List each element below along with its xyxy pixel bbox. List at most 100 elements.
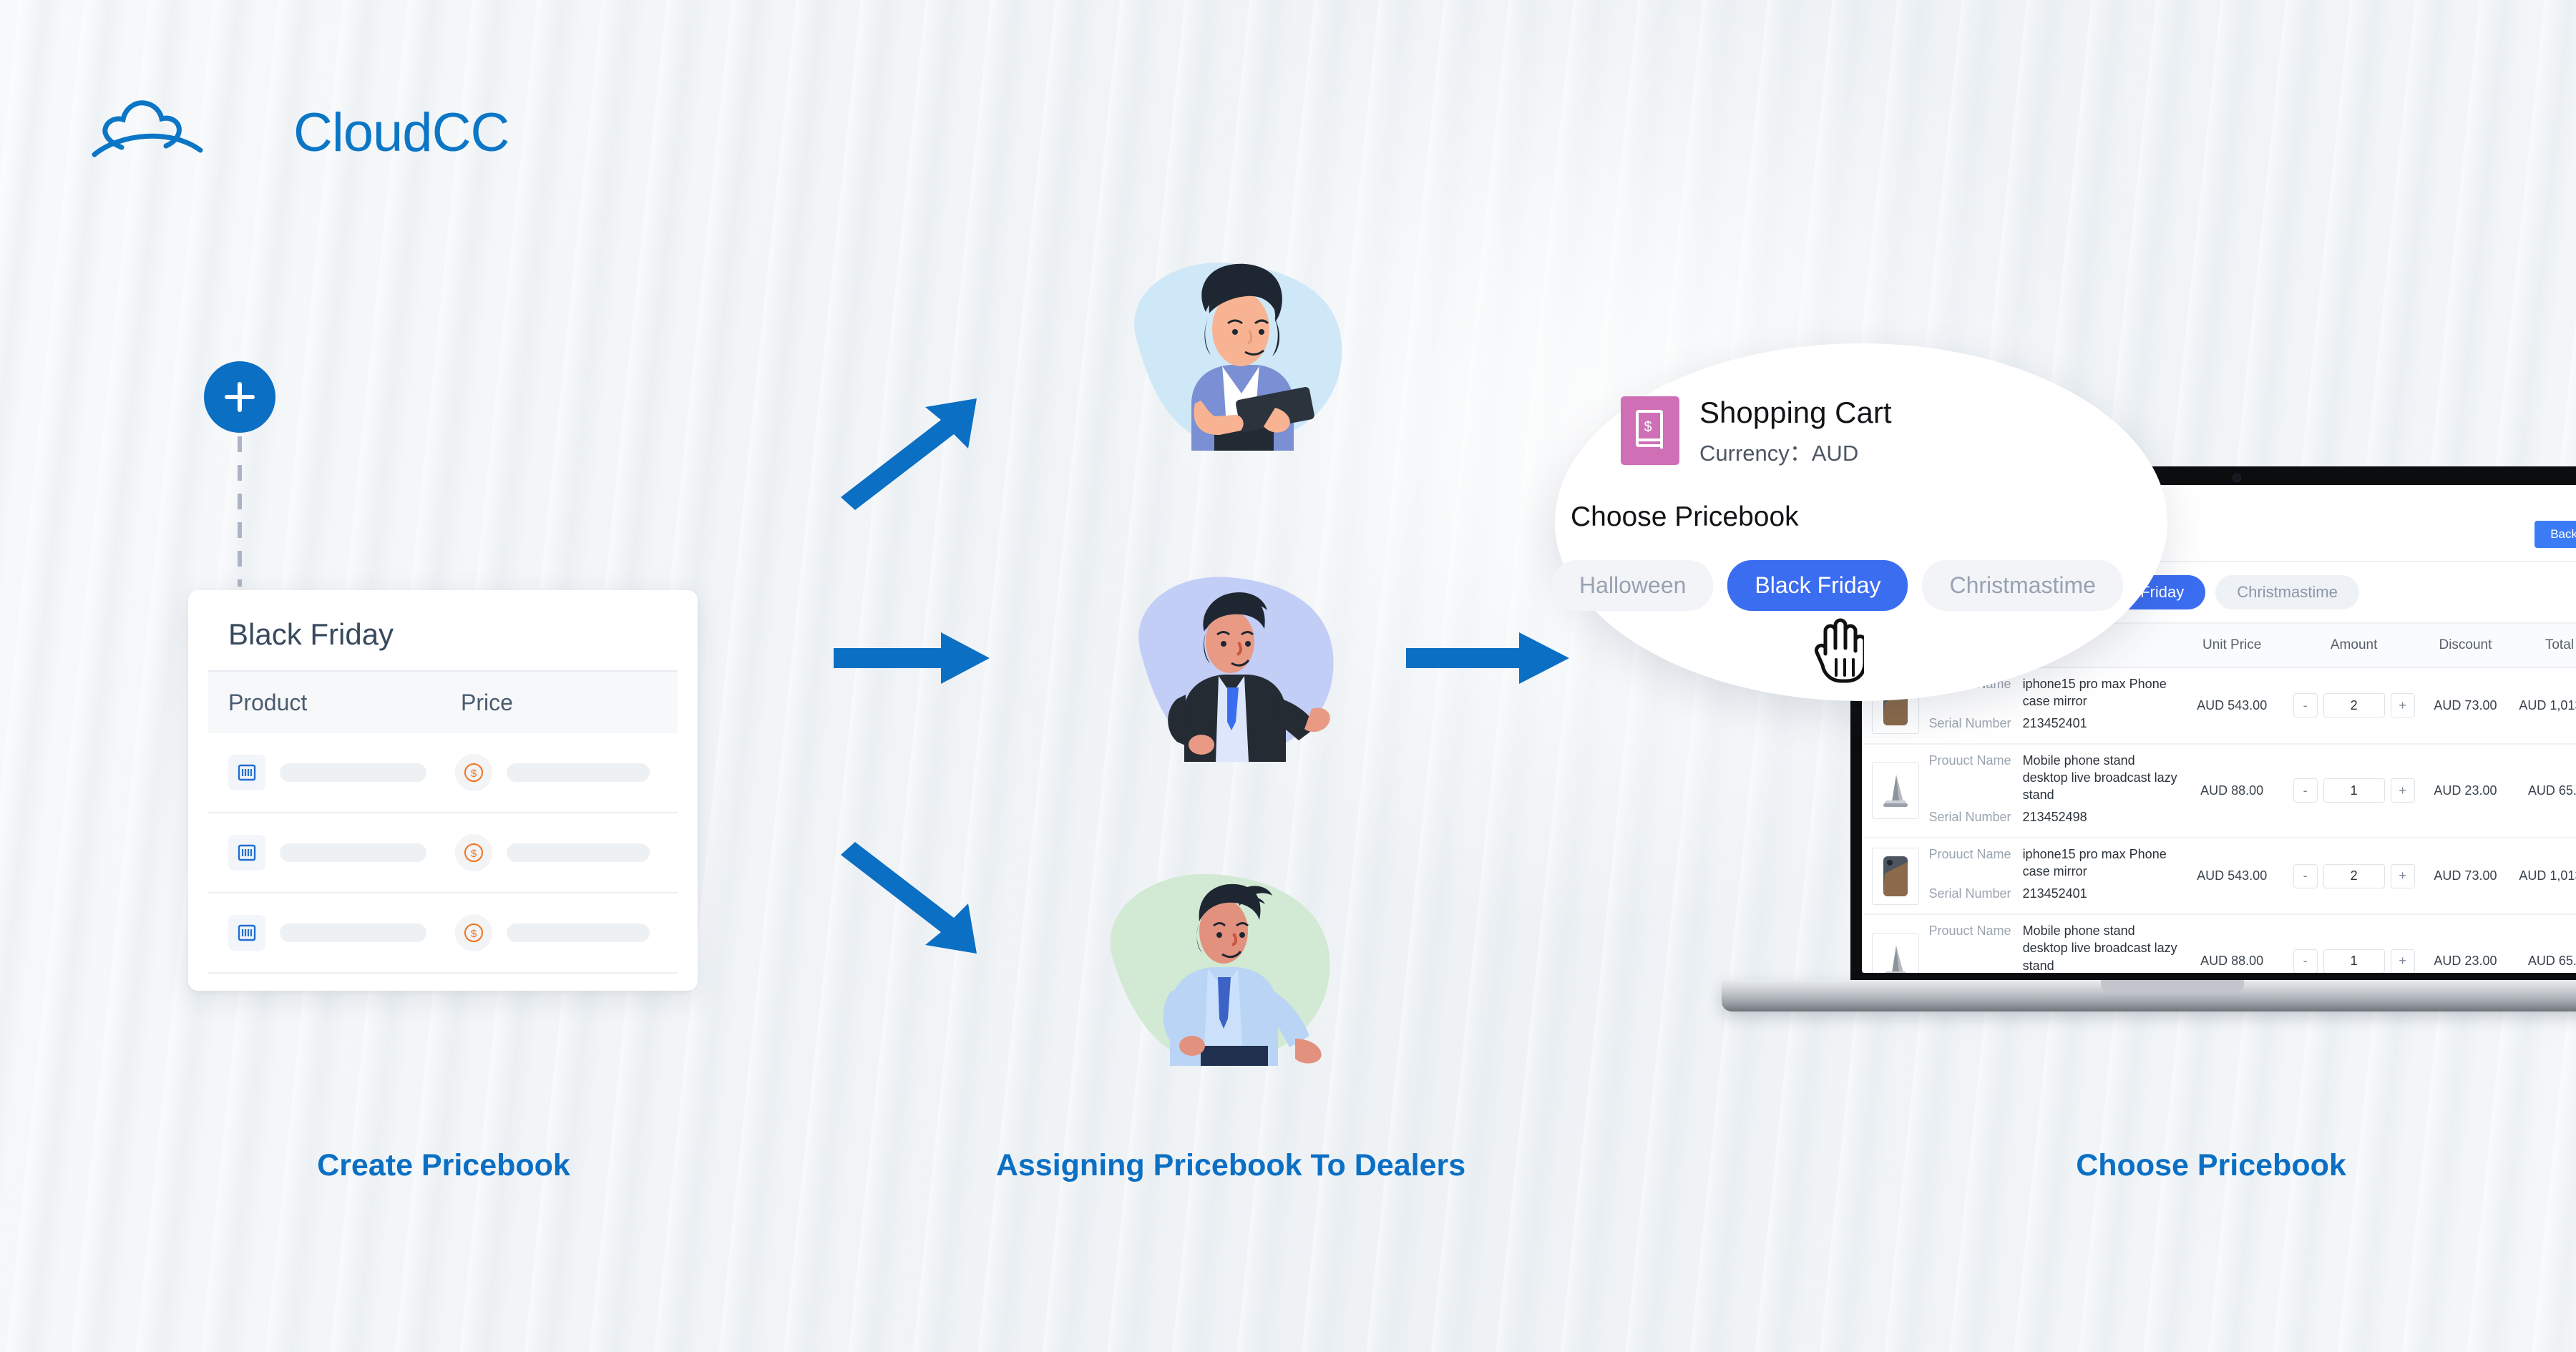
arrow-up-right-icon	[834, 390, 984, 511]
column-header-discount: Discount	[2439, 637, 2492, 652]
cart-title: Shopping Cart	[1699, 396, 1892, 429]
pricebook-option-christmastime[interactable]: Christmastime	[1922, 559, 2123, 611]
svg-text:$: $	[471, 768, 477, 780]
pricebook-option-halloween[interactable]: Halloween	[1552, 559, 1714, 611]
dollar-coin-icon: $	[455, 754, 492, 791]
cell-product-name: Mobile phone stand desktop live broadcas…	[2022, 923, 2177, 973]
decrement-button[interactable]: -	[2293, 949, 2318, 973]
cell-discount: AUD 23.00	[2434, 783, 2497, 798]
man-in-suit-illustration	[1106, 562, 1349, 762]
add-pricebook-button[interactable]	[204, 361, 275, 433]
man-in-shirt-illustration	[1080, 851, 1352, 1066]
cell-unit-price: AUD 88.00	[2200, 783, 2264, 798]
svg-text:$: $	[1644, 419, 1652, 435]
phone-stand-icon	[1871, 932, 1919, 973]
logo-wordmark: CloudCC	[293, 102, 509, 163]
caption-choose-pricebook: Choose Pricebook	[2076, 1148, 2346, 1182]
cell-discount: AUD 73.00	[2434, 868, 2497, 883]
table-row[interactable]: Prouuct Name Mobile phone stand desktop l…	[1862, 915, 2576, 973]
quantity-stepper[interactable]: - 1 +	[2293, 778, 2415, 803]
woman-with-tablet-illustration	[1095, 243, 1360, 451]
pricebook-chip-christmastime[interactable]: Christmastime	[2215, 575, 2359, 609]
cell-total: AUD 1,013.00	[2519, 697, 2576, 712]
cell-serial-number: 213452401	[2022, 715, 2087, 730]
svg-text:$: $	[471, 848, 477, 860]
pricebook-card-title: Black Friday	[208, 590, 678, 672]
decrement-button[interactable]: -	[2293, 863, 2318, 888]
quantity-value[interactable]: 2	[2323, 693, 2385, 718]
arrow-right-icon	[834, 630, 991, 687]
laptop-notch	[2101, 980, 2244, 993]
pricebook-option-black-friday[interactable]: Black Friday	[1727, 559, 1908, 611]
field-label-product-name: Prouuct Name	[1928, 753, 2011, 768]
laptop-camera-icon	[2233, 474, 2241, 482]
cell-total: AUD 65.00	[2527, 783, 2576, 798]
increment-button[interactable]: +	[2390, 778, 2415, 803]
cell-unit-price: AUD 543.00	[2197, 697, 2268, 712]
product-icon	[228, 835, 265, 871]
pricebook-table-header: Product Price	[208, 672, 678, 733]
caption-create-pricebook: Create Pricebook	[317, 1148, 570, 1182]
placeholder-bar	[280, 843, 426, 862]
cell-discount: AUD 23.00	[2434, 954, 2497, 969]
cell-total: AUD 1,013.00	[2519, 868, 2576, 883]
cell-product-name: iphone15 pro max Phone case mirror	[2022, 677, 2167, 709]
table-row[interactable]: $	[208, 733, 678, 813]
cell-unit-price: AUD 543.00	[2197, 868, 2268, 883]
quantity-value[interactable]: 2	[2323, 863, 2385, 888]
placeholder-bar	[280, 924, 426, 942]
cell-serial-number: 213452401	[2022, 886, 2087, 901]
column-header-price: Price	[461, 689, 513, 715]
placeholder-bar	[280, 763, 426, 782]
laptop-base	[1722, 980, 2576, 1011]
product-icon	[228, 755, 265, 790]
table-row[interactable]: Prouuct Name Mobile phone stand desktop l…	[1862, 745, 2576, 839]
cloudcc-logo: CloudCC	[92, 93, 509, 163]
dollar-coin-icon: $	[455, 834, 492, 871]
plus-icon	[225, 382, 255, 412]
column-header-unit-price: Unit Price	[2202, 637, 2262, 652]
increment-button[interactable]: +	[2390, 693, 2415, 718]
arrow-right-icon	[1406, 630, 1571, 687]
quantity-stepper[interactable]: - 1 +	[2293, 949, 2415, 973]
field-label-serial-number: Serial Number	[1928, 809, 2011, 824]
phone-stand-icon	[1871, 762, 1919, 820]
quantity-value[interactable]: 1	[2323, 949, 2385, 973]
caption-assigning-pricebook: Assigning Pricebook To Dealers	[995, 1148, 1466, 1182]
hand-pointer-icon	[1814, 618, 1864, 683]
decrement-button[interactable]: -	[2293, 693, 2318, 718]
back-button[interactable]: Back	[2534, 521, 2576, 548]
placeholder-bar	[507, 843, 650, 862]
placeholder-bar	[507, 763, 650, 782]
field-label-serial-number: Serial Number	[1928, 715, 2011, 730]
column-header-total: Total	[2545, 637, 2574, 652]
connector-dashed-line	[238, 436, 242, 587]
pricebook-icon: $	[1621, 396, 1679, 466]
cloud-logo-icon	[92, 100, 203, 157]
cell-unit-price: AUD 88.00	[2200, 954, 2264, 969]
cell-product-name: iphone15 pro max Phone case mirror	[2022, 847, 2167, 879]
column-header-amount: Amount	[2330, 637, 2378, 652]
placeholder-bar	[507, 924, 650, 942]
increment-button[interactable]: +	[2390, 863, 2415, 888]
dollar-coin-icon: $	[455, 914, 492, 951]
field-label-serial-number: Serial Number	[1928, 886, 2011, 901]
table-row[interactable]: $	[208, 813, 678, 893]
magnifier-popup: $ Shopping Cart Currency：AUD Choose Pric…	[1552, 343, 2167, 701]
product-icon	[228, 915, 265, 951]
decrement-button[interactable]: -	[2293, 778, 2318, 803]
cell-total: AUD 65.00	[2527, 954, 2576, 969]
quantity-stepper[interactable]: - 2 +	[2293, 693, 2415, 718]
pricebook-card: Black Friday Product Price $ $	[188, 590, 698, 991]
pricebook-options: Halloween Black Friday Christmastime	[1552, 559, 2167, 611]
phone-case-icon	[1871, 847, 1919, 905]
table-row[interactable]: $	[208, 893, 678, 974]
cell-discount: AUD 73.00	[2434, 697, 2497, 712]
quantity-stepper[interactable]: - 2 +	[2293, 863, 2415, 888]
svg-text:$: $	[471, 928, 477, 940]
quantity-value[interactable]: 1	[2323, 778, 2385, 803]
increment-button[interactable]: +	[2390, 949, 2415, 973]
cell-product-name: Mobile phone stand desktop live broadcas…	[2022, 753, 2177, 803]
field-label-product-name: Prouuct Name	[1928, 923, 2011, 938]
